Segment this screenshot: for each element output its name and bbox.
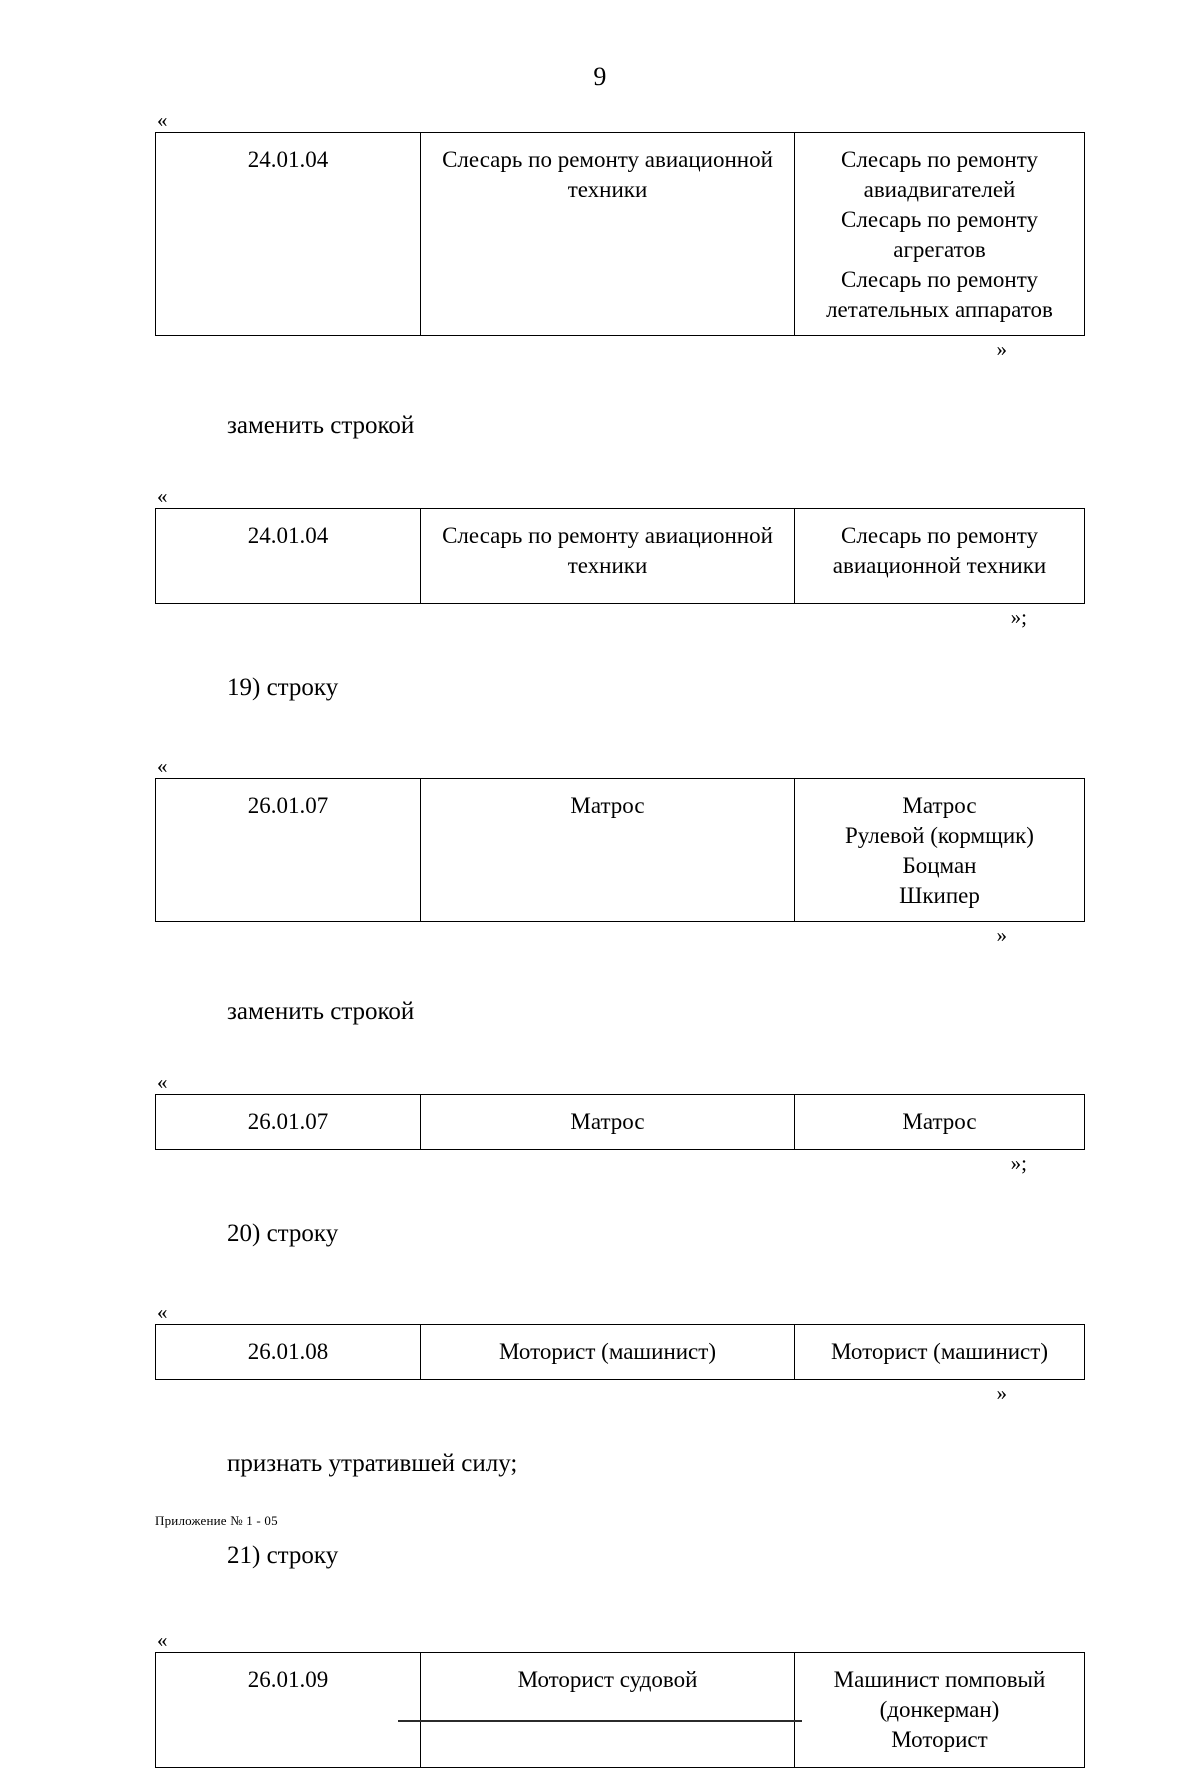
table-row: 26.01.09 Моторист судовой Машинист помпо… <box>155 1652 1085 1768</box>
quote-open-mark-3: « <box>157 754 168 778</box>
table-row: 26.01.07 Матрос Матрос Рулевой (кормщик)… <box>155 778 1085 922</box>
job-line: Моторист <box>891 1727 988 1752</box>
job-line: Слесарь по ремонту <box>841 267 1038 292</box>
cell-jobs: Машинист помповый (донкерман) Моторист <box>794 1652 1085 1768</box>
cell-code: 24.01.04 <box>155 508 421 604</box>
table-row: 26.01.08 Моторист (машинист) Моторист (м… <box>155 1324 1085 1380</box>
table-row-26-01-08: 26.01.08 Моторист (машинист) Моторист (м… <box>155 1324 1085 1380</box>
job-line: Слесарь по ремонту <box>841 523 1038 548</box>
table-row: 24.01.04 Слесарь по ремонту авиационной … <box>155 132 1085 336</box>
quote-open-mark-2: « <box>157 484 168 508</box>
job-line: Матрос <box>902 793 977 818</box>
document-content: « 24.01.04 Слесарь по ремонту авиационно… <box>155 108 1085 1768</box>
job-line: Рулевой (кормщик) <box>845 823 1034 848</box>
cell-jobs: Матрос Рулевой (кормщик) Боцман Шкипер <box>794 778 1085 922</box>
quote-close-mark-4: »; <box>1010 1151 1027 1175</box>
footer-note: Приложение № 1 - 05 <box>155 1513 278 1528</box>
job-line: Слесарь по ремонту <box>841 147 1038 172</box>
quote-close-mark-1: » <box>996 337 1008 361</box>
quote-open-mark-6: « <box>157 1628 168 1652</box>
table-row-26-01-07-original: 26.01.07 Матрос Матрос Рулевой (кормщик)… <box>155 778 1085 922</box>
cell-title: Матрос <box>420 778 795 922</box>
cell-code: 24.01.04 <box>155 132 421 336</box>
quote-close-mark-2: »; <box>1010 605 1027 629</box>
cell-title: Моторист судовой <box>420 1652 795 1768</box>
table-row-26-01-07-replacement: 26.01.07 Матрос Матрос <box>155 1094 1085 1150</box>
cell-code: 26.01.07 <box>155 778 421 922</box>
paragraph-replace-with-row-2: заменить строкой <box>227 998 415 1025</box>
cell-jobs: Слесарь по ремонту авиационной техники <box>794 508 1085 604</box>
cell-jobs: Слесарь по ремонту авиадвигателей Слесар… <box>794 132 1085 336</box>
page-number: 9 <box>593 62 607 91</box>
cell-jobs: Матрос <box>794 1094 1085 1150</box>
paragraph-item-21: 21) строку <box>227 1542 339 1569</box>
table-row-24-01-04-replacement: 24.01.04 Слесарь по ремонту авиационной … <box>155 508 1085 604</box>
quote-open-mark-4: « <box>157 1070 168 1094</box>
cell-title: Слесарь по ремонту авиационной техники <box>420 132 795 336</box>
job-line: авиационной техники <box>832 553 1047 578</box>
table-row-26-01-09: 26.01.09 Моторист судовой Машинист помпо… <box>155 1652 1085 1768</box>
job-line: летательных аппаратов <box>826 297 1053 322</box>
job-line: Слесарь по ремонту <box>841 207 1038 232</box>
paragraph-replace-with-row-1: заменить строкой <box>227 412 415 439</box>
cell-code: 26.01.07 <box>155 1094 421 1150</box>
job-line: Моторист (машинист) <box>831 1339 1048 1364</box>
quote-close-mark-3: » <box>996 923 1008 947</box>
job-line: Боцман <box>902 853 977 878</box>
document-page: 9 « 24.01.04 Слесарь по ремонту авиацион… <box>155 62 1085 1768</box>
cell-title: Слесарь по ремонту авиационной техники <box>420 508 795 604</box>
table-row-24-01-04-original: 24.01.04 Слесарь по ремонту авиационной … <box>155 132 1085 336</box>
job-line: Матрос <box>902 1109 977 1134</box>
table-row: 24.01.04 Слесарь по ремонту авиационной … <box>155 508 1085 604</box>
quote-open-mark-5: « <box>157 1300 168 1324</box>
job-line: авиадвигателей <box>863 177 1016 202</box>
cell-title: Моторист (машинист) <box>420 1324 795 1380</box>
cell-code: 26.01.08 <box>155 1324 421 1380</box>
paragraph-item-19: 19) строку <box>227 674 339 701</box>
cell-code: 26.01.09 <box>155 1652 421 1768</box>
table-row: 26.01.07 Матрос Матрос <box>155 1094 1085 1150</box>
paragraph-repeal: признать утратившей силу; <box>227 1450 518 1477</box>
quote-open-mark-1: « <box>157 108 168 132</box>
bottom-rule <box>398 1720 802 1722</box>
quote-close-mark-5: » <box>996 1381 1008 1405</box>
paragraph-item-20: 20) строку <box>227 1220 339 1247</box>
cell-title: Матрос <box>420 1094 795 1150</box>
job-line: Машинист помповый <box>833 1667 1046 1692</box>
job-line: агрегатов <box>893 237 986 262</box>
job-line: Шкипер <box>899 883 980 908</box>
cell-jobs: Моторист (машинист) <box>794 1324 1085 1380</box>
job-line: (донкерман) <box>879 1697 1000 1722</box>
